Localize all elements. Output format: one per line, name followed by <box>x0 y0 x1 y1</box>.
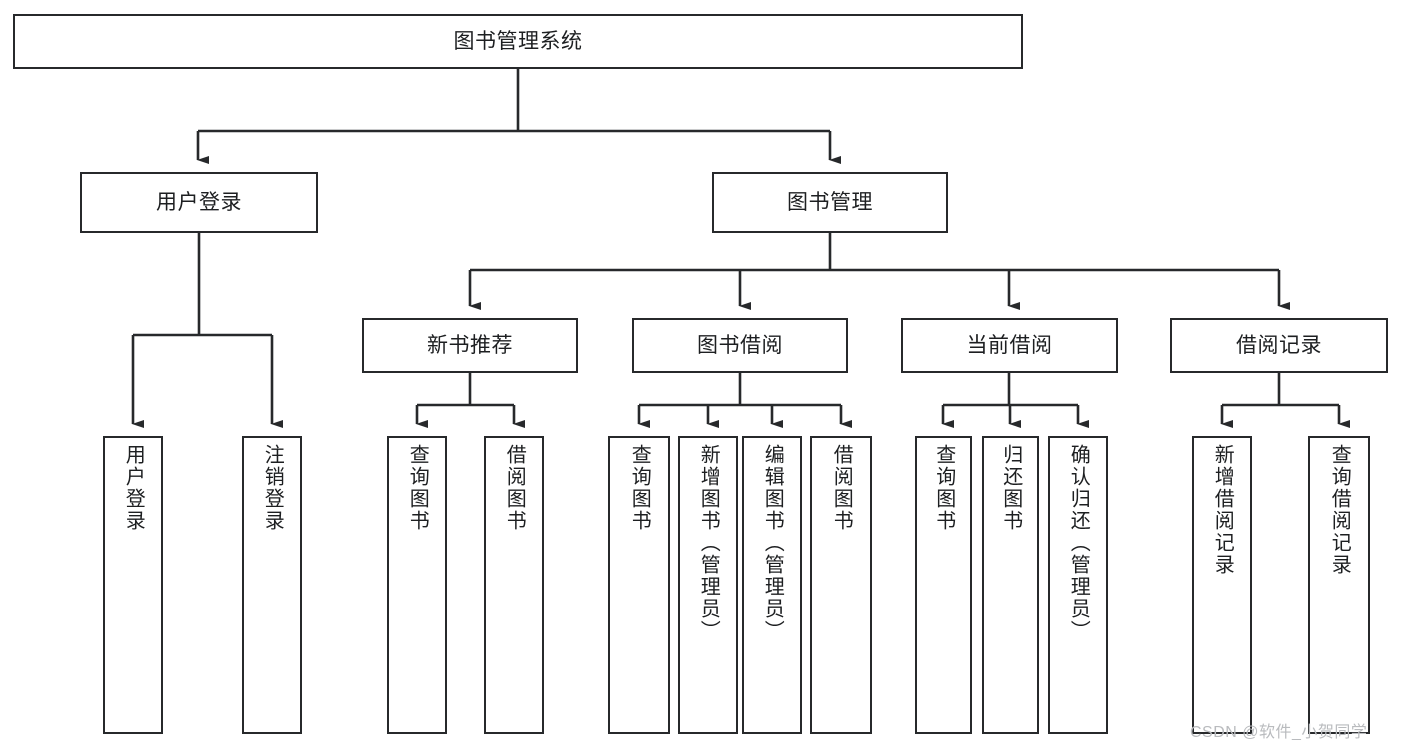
node-label: 查询借阅记录 <box>1328 444 1351 576</box>
node-leaf-query-book-current[interactable]: 查询图书 <box>915 436 972 734</box>
node-leaf-user-login[interactable]: 用户登录 <box>103 436 163 734</box>
node-leaf-add-borrow-record[interactable]: 新增借阅记录 <box>1192 436 1252 734</box>
node-label: 借阅图书 <box>503 444 526 532</box>
node-label: 归还图书 <box>999 444 1022 532</box>
node-leaf-edit-book-admin[interactable]: 编辑图书（管理员） <box>742 436 802 734</box>
node-leaf-user-logout[interactable]: 注销登录 <box>242 436 302 734</box>
node-new-book-recommend[interactable]: 新书推荐 <box>362 318 578 373</box>
node-book-manage[interactable]: 图书管理 <box>712 172 948 233</box>
node-label: 用户登录 <box>156 190 242 214</box>
node-label: 用户登录 <box>122 444 145 532</box>
node-leaf-return-book[interactable]: 归还图书 <box>982 436 1039 734</box>
node-label: 查询图书 <box>628 444 651 532</box>
node-label: 新增图书（管理员） <box>697 444 720 642</box>
node-label: 确认归还（管理员） <box>1067 444 1090 642</box>
csdn-watermark: CSDN @软件_小贺同学 <box>1190 724 1368 741</box>
node-root-system[interactable]: 图书管理系统 <box>13 14 1023 69</box>
node-label: 新书推荐 <box>427 333 513 357</box>
node-label: 图书借阅 <box>697 333 783 357</box>
node-leaf-borrow-book-recommend[interactable]: 借阅图书 <box>484 436 544 734</box>
node-label: 当前借阅 <box>966 333 1053 357</box>
node-label: 查询图书 <box>406 444 429 532</box>
node-label: 图书管理 <box>787 190 873 214</box>
node-leaf-query-borrow-record[interactable]: 查询借阅记录 <box>1308 436 1370 734</box>
node-leaf-borrow-book[interactable]: 借阅图书 <box>810 436 872 734</box>
node-label: 借阅图书 <box>830 444 853 532</box>
node-current-borrow[interactable]: 当前借阅 <box>901 318 1118 373</box>
node-leaf-confirm-return-admin[interactable]: 确认归还（管理员） <box>1048 436 1108 734</box>
node-leaf-add-book-admin[interactable]: 新增图书（管理员） <box>678 436 738 734</box>
node-book-borrow[interactable]: 图书借阅 <box>632 318 848 373</box>
node-leaf-query-book-borrow[interactable]: 查询图书 <box>608 436 670 734</box>
node-label: 查询图书 <box>932 444 955 532</box>
node-borrow-record[interactable]: 借阅记录 <box>1170 318 1388 373</box>
node-label: 注销登录 <box>261 444 284 532</box>
node-label: 新增借阅记录 <box>1211 444 1234 576</box>
node-user-login[interactable]: 用户登录 <box>80 172 318 233</box>
node-label: 编辑图书（管理员） <box>761 444 784 642</box>
node-label: 借阅记录 <box>1236 333 1322 357</box>
node-label: 图书管理系统 <box>453 29 583 53</box>
node-leaf-query-book-recommend[interactable]: 查询图书 <box>387 436 447 734</box>
